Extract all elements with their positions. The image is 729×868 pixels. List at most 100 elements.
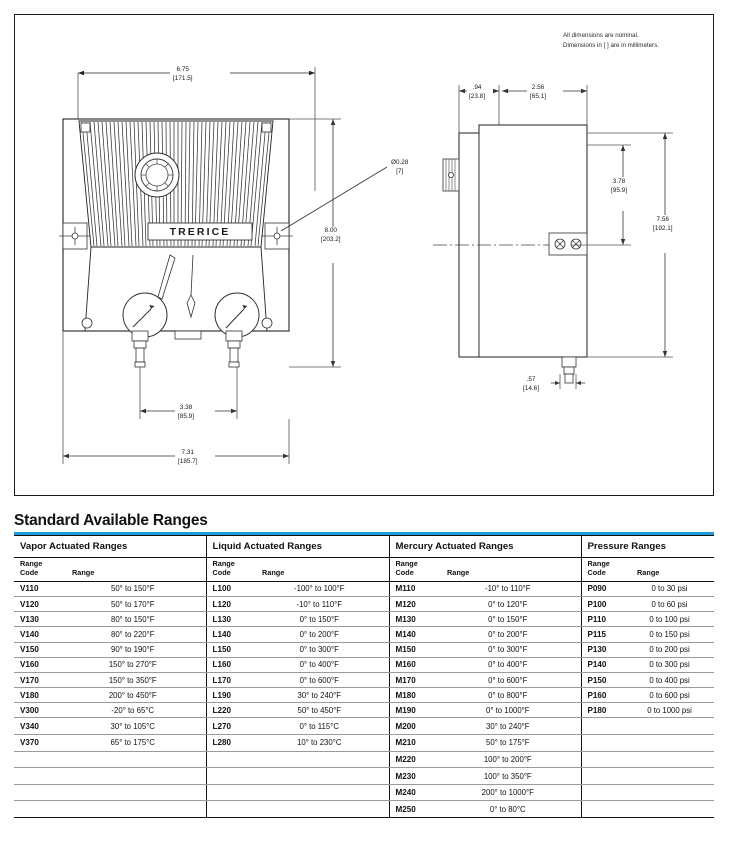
empty-cell bbox=[580, 767, 632, 785]
range-code-cell: P115 bbox=[580, 626, 632, 643]
range-code-cell: P140 bbox=[580, 657, 632, 673]
range-code-cell: P100 bbox=[580, 596, 632, 613]
range-value-cell: 0° to 1000°F bbox=[441, 702, 582, 719]
range-value-cell: 0° to 115°C bbox=[256, 717, 390, 736]
empty-cell bbox=[14, 751, 66, 769]
dim-hole-callout: Ø0.28 [7] bbox=[389, 159, 411, 177]
sub-header-code-vapor: Range Code bbox=[14, 557, 66, 582]
sub-header-range-pressure: Range bbox=[631, 557, 715, 582]
range-value-cell: -100° to 100°F bbox=[256, 581, 390, 597]
range-code-cell: M190 bbox=[388, 702, 442, 719]
range-value-cell: -10° to 110°F bbox=[441, 581, 582, 597]
empty-cell bbox=[14, 767, 66, 785]
range-code-cell: V370 bbox=[14, 734, 66, 752]
range-code-cell: M140 bbox=[388, 626, 442, 643]
range-value-cell: 0 to 1000 psi bbox=[631, 702, 715, 719]
range-value-cell: 50° to 150°F bbox=[66, 581, 206, 597]
range-value-cell: 80° to 150°F bbox=[66, 611, 206, 628]
range-value-cell: 100° to 200°F bbox=[441, 751, 582, 769]
range-value-cell: 0° to 150°F bbox=[256, 611, 390, 628]
range-code-cell: L190 bbox=[205, 687, 256, 704]
range-code-cell: L120 bbox=[205, 596, 256, 613]
range-code-cell: M240 bbox=[388, 784, 442, 802]
empty-cell bbox=[580, 734, 632, 752]
dim-side-height-outer: 7.56 [192.1] bbox=[651, 216, 675, 234]
range-code-cell: P180 bbox=[580, 702, 632, 719]
dim-side-depth-small: .94 [23.8] bbox=[467, 84, 487, 102]
range-value-cell: 0° to 200°F bbox=[441, 626, 582, 643]
range-value-cell: 200° to 1000°F bbox=[441, 784, 582, 802]
range-value-cell: 50° to 170°F bbox=[66, 596, 206, 613]
range-value-cell: 0° to 300°F bbox=[441, 642, 582, 658]
drawing-note-line-2: Dimensions in [ ] are in millimeters. bbox=[563, 41, 659, 49]
drawing-note-line-1: All dimensions are nominal. bbox=[563, 32, 639, 39]
range-code-cell: V110 bbox=[14, 581, 66, 597]
range-code-cell: V180 bbox=[14, 687, 66, 704]
range-value-cell: 150° to 350°F bbox=[66, 672, 206, 689]
ranges-table: Vapor Actuated Ranges Liquid Actuated Ra… bbox=[14, 536, 715, 819]
range-code-cell: M220 bbox=[388, 751, 442, 769]
empty-cell bbox=[256, 784, 390, 802]
empty-cell bbox=[580, 751, 632, 769]
range-code-cell: P090 bbox=[580, 581, 632, 597]
standard-available-ranges-section: Standard Available Ranges Vapor Actuated… bbox=[14, 512, 715, 819]
range-value-cell: 0° to 150°F bbox=[441, 611, 582, 628]
sub-header-range-mercury: Range bbox=[441, 557, 582, 582]
empty-cell bbox=[256, 767, 390, 785]
empty-cell bbox=[205, 751, 256, 769]
range-value-cell: 0° to 600°F bbox=[256, 672, 390, 689]
dim-front-width-top: 6.75 [171.5] bbox=[171, 66, 195, 84]
range-value-cell: 0 to 400 psi bbox=[631, 672, 715, 689]
range-value-cell: 0° to 600°F bbox=[441, 672, 582, 689]
range-value-cell: 30° to 105°C bbox=[66, 717, 206, 736]
group-header-row: Vapor Actuated Ranges Liquid Actuated Ra… bbox=[14, 536, 715, 559]
range-value-cell: 30° to 240°F bbox=[256, 687, 390, 704]
range-code-cell: M160 bbox=[388, 657, 442, 673]
range-code-cell: L160 bbox=[205, 657, 256, 673]
range-code-cell: P150 bbox=[580, 672, 632, 689]
empty-cell bbox=[66, 784, 206, 802]
range-code-cell: M180 bbox=[388, 687, 442, 704]
range-value-cell: 0° to 400°F bbox=[441, 657, 582, 673]
range-value-cell: 0° to 80°C bbox=[441, 800, 582, 819]
title-rule bbox=[14, 535, 714, 537]
range-value-cell: 0 to 150 psi bbox=[631, 626, 715, 643]
range-code-cell: V140 bbox=[14, 626, 66, 643]
range-value-cell: 0 to 60 psi bbox=[631, 596, 715, 613]
dim-side-height-inner: 3.78 [95.9] bbox=[609, 178, 629, 196]
sub-header-code-line1: Range bbox=[20, 559, 43, 569]
range-value-cell: 0 to 200 psi bbox=[631, 642, 715, 658]
range-code-cell: M200 bbox=[388, 717, 442, 736]
range-value-cell: 0° to 120°F bbox=[441, 596, 582, 613]
range-value-cell: 30° to 240°F bbox=[441, 717, 582, 736]
range-code-cell: M230 bbox=[388, 767, 442, 785]
range-value-cell: 50° to 450°F bbox=[256, 702, 390, 719]
range-value-cell: 50° to 175°F bbox=[441, 734, 582, 752]
empty-cell bbox=[631, 751, 715, 769]
empty-cell bbox=[205, 784, 256, 802]
range-code-cell: L170 bbox=[205, 672, 256, 689]
range-code-cell: M150 bbox=[388, 642, 442, 658]
range-code-cell: L150 bbox=[205, 642, 256, 658]
range-code-cell: V170 bbox=[14, 672, 66, 689]
range-code-cell: V120 bbox=[14, 596, 66, 613]
range-value-cell: 80° to 220°F bbox=[66, 626, 206, 643]
empty-cell bbox=[205, 767, 256, 785]
range-code-cell: V340 bbox=[14, 717, 66, 736]
sub-header-code-liquid: Range Code bbox=[205, 557, 256, 582]
range-code-cell: M130 bbox=[388, 611, 442, 628]
range-value-cell: -20° to 65°C bbox=[66, 702, 206, 719]
group-header-pressure: Pressure Ranges bbox=[580, 536, 715, 559]
range-value-cell: 10° to 230°C bbox=[256, 734, 390, 752]
dimension-drawing-panel: All dimensions are nominal. Dimensions i… bbox=[14, 14, 714, 496]
